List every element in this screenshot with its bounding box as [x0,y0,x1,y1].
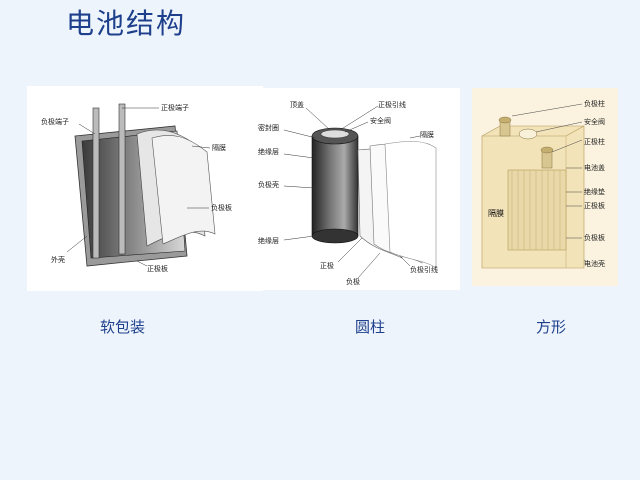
label-pos-plate: 正极板 [147,264,168,273]
label-insulation-top: 绝缘层 [258,147,279,156]
safety-valve-shape [518,128,538,140]
pouch-cell-diagram: 负极端子 正极端子 隔膜 负极板 外壳 正极板 [27,86,263,291]
caption-pouch: 软包装 [100,318,146,336]
pos-tab-shape [118,103,126,255]
label-neg-tab: 负极端子 [41,117,69,126]
label-negative: 负极 [346,277,360,286]
label-pos-lead: 正极引线 [378,100,406,109]
label-pos-plate: 正极板 [584,201,605,210]
label-safety-valve: 安全阀 [584,117,605,126]
label-separator: 隔膜 [420,130,434,139]
label-pos-post: 正极柱 [584,137,605,146]
cylinder-cell-diagram: 顶盖 正极引线 安全阀 密封圈 隔膜 绝缘层 负极壳 绝缘层 正极 负极 负极引… [250,88,460,290]
caption-cylinder: 圆柱 [355,318,386,336]
label-insulation-pad: 绝缘垫 [584,187,605,196]
page-title: 电池结构 [66,7,187,40]
label-cover: 电池盖 [584,163,605,172]
label-seal-ring: 密封圈 [258,123,279,132]
label-neg-plate: 负极板 [211,203,232,212]
label-neg-plate: 负极板 [584,233,605,242]
label-top-cap: 顶盖 [290,100,304,109]
label-pos-tab: 正极端子 [161,103,189,112]
prismatic-cell-diagram: 负极柱 安全阀 正极柱 电池盖 绝缘垫 正极板 隔膜 负极板 电池壳 [472,88,618,286]
label-separator: 隔膜 [212,143,226,152]
label-neg-post: 负极柱 [584,99,605,108]
label-neg-lead: 负极引线 [410,265,438,274]
label-shell: 电池壳 [584,259,605,268]
label-separator: 隔膜 [488,208,504,218]
label-safety-valve: 安全阀 [370,116,391,125]
caption-prismatic: 方形 [536,318,567,336]
cylinder-body [311,135,359,237]
label-positive: 正极 [320,261,334,270]
neg-tab-shape [92,107,100,259]
label-insulation-bottom: 绝缘层 [258,236,279,245]
label-neg-shell: 负极壳 [258,180,279,189]
label-shell: 外壳 [51,255,65,264]
